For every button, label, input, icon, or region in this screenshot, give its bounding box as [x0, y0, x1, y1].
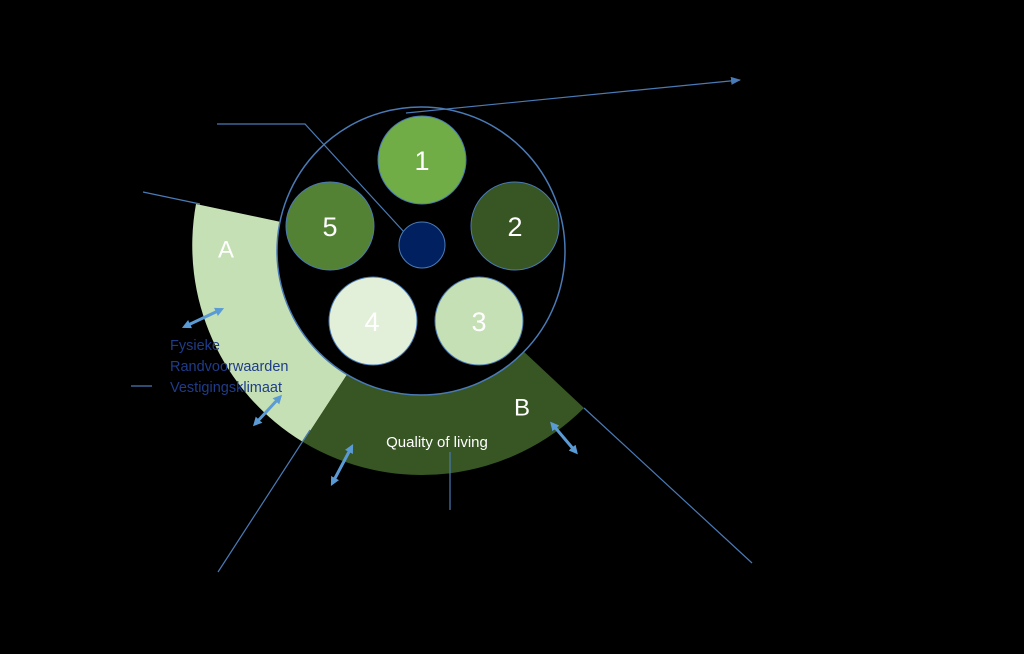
node-4-label: 4: [364, 307, 379, 337]
node-4: [328, 276, 418, 366]
leader-line-segment-a: [142, 191, 201, 205]
double-arrow-icon: [252, 394, 283, 427]
side-label-vestigingsklimaat: Vestigingsklimaat: [170, 380, 282, 396]
double-arrow-icon: [181, 307, 225, 329]
center-node: [398, 221, 446, 269]
side-label-fysieke: Fysieke: [170, 338, 220, 354]
node-2-label: 2: [507, 212, 522, 242]
segment-b-letter: B: [514, 395, 530, 422]
side-label-randvoorwaarden: Randvoorwaarden: [170, 359, 289, 375]
node-1: [377, 115, 467, 205]
leader-line-center: [217, 123, 405, 233]
leader-line-top: [405, 76, 741, 114]
leader-line-bottom-left: [217, 429, 311, 573]
node-1-label: 1: [414, 146, 429, 176]
node-3: [434, 276, 524, 366]
segment-a: [192, 204, 350, 442]
segment-b: [303, 349, 584, 476]
double-arrow-icon: [550, 421, 578, 455]
node-3-label: 3: [471, 307, 486, 337]
node-5-label: 5: [322, 212, 337, 242]
segment-b-caption: Quality of living: [386, 434, 488, 451]
segment-a-letter: A: [218, 237, 234, 264]
double-arrow-icon: [330, 444, 354, 486]
leader-line-bottom-right: [583, 407, 753, 564]
node-2: [470, 181, 560, 271]
node-5: [285, 181, 375, 271]
